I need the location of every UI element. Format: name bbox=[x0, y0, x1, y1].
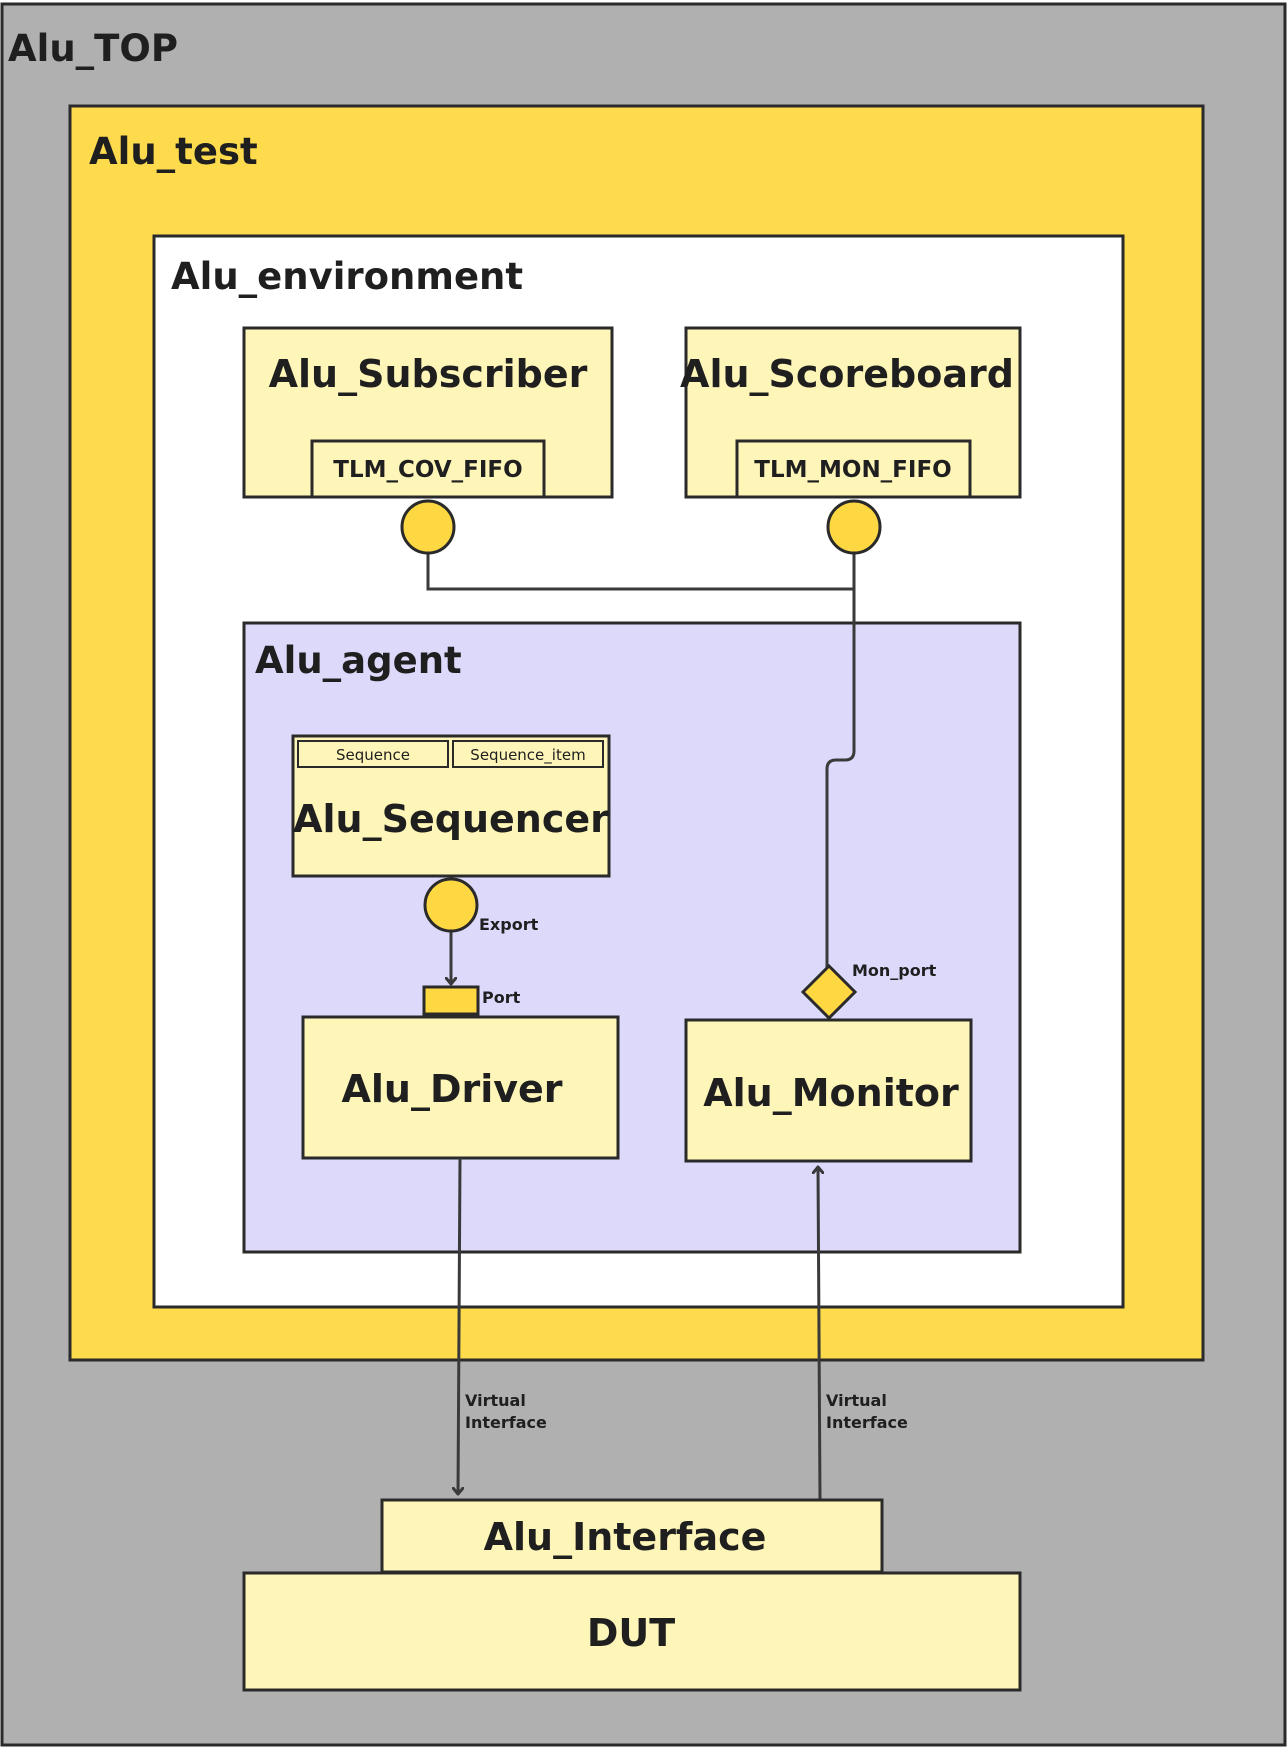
mon-port-icon bbox=[800, 963, 858, 1021]
driver-vif-label-line2: Interface bbox=[465, 1413, 547, 1432]
sequencer-label: Alu_Sequencer bbox=[293, 797, 609, 841]
environment-label: Alu_environment bbox=[171, 255, 523, 298]
scoreboard-label: Alu_Scoreboard bbox=[680, 352, 1014, 396]
driver-box: Alu_Driver bbox=[301, 1015, 620, 1160]
subscriber-analysis-imp-icon bbox=[400, 499, 456, 555]
monitor-label: Alu_Monitor bbox=[703, 1071, 959, 1115]
scoreboard-analysis-imp-icon bbox=[826, 499, 882, 555]
sequence-tag bbox=[297, 740, 449, 768]
monitor-vif-label-line2: Interface bbox=[826, 1413, 908, 1432]
top-label: Alu_TOP bbox=[8, 27, 178, 70]
analysis-connection-line bbox=[426, 550, 856, 968]
sequence-item-tag-label: Sequence_item bbox=[470, 746, 585, 765]
subscriber-box: Alu_Subscriber TLM_COV_FIFO bbox=[242, 326, 614, 499]
test-label: Alu_test bbox=[89, 130, 258, 173]
scoreboard-box: Alu_Scoreboard TLM_MON_FIFO bbox=[680, 326, 1022, 499]
interface-label: Alu_Interface bbox=[484, 1515, 767, 1559]
export-icon bbox=[423, 877, 479, 933]
interface-box: Alu_Interface bbox=[380, 1498, 884, 1574]
sequence-tag-label: Sequence bbox=[336, 746, 410, 764]
sequencer-box: Sequence Sequence_item Alu_Sequencer bbox=[291, 734, 611, 878]
port-label: Port bbox=[482, 988, 521, 1007]
interface-to-monitor-arrow bbox=[818, 1167, 820, 1501]
dut-box: DUT bbox=[242, 1571, 1022, 1692]
driver-vif-label-line1: Virtual bbox=[465, 1391, 526, 1410]
tlm-mon-fifo bbox=[735, 439, 972, 499]
dut-label: DUT bbox=[587, 1611, 675, 1655]
export-label: Export bbox=[479, 915, 539, 934]
sequence-item-tag bbox=[452, 740, 604, 768]
monitor-vif-label-line1: Virtual bbox=[826, 1391, 887, 1410]
mon-port-label: Mon_port bbox=[852, 961, 937, 980]
driver-to-interface-arrow bbox=[458, 1157, 460, 1494]
driver-label: Alu_Driver bbox=[341, 1067, 562, 1111]
driver-port bbox=[422, 985, 480, 1016]
tlm-cov-fifo bbox=[310, 439, 546, 499]
tlm-mon-fifo-label: TLM_MON_FIFO bbox=[754, 457, 951, 483]
subscriber-label: Alu_Subscriber bbox=[269, 352, 588, 396]
monitor-box: Alu_Monitor bbox=[684, 1018, 973, 1163]
agent-label: Alu_agent bbox=[255, 639, 462, 682]
tlm-cov-fifo-label: TLM_COV_FIFO bbox=[333, 457, 522, 483]
